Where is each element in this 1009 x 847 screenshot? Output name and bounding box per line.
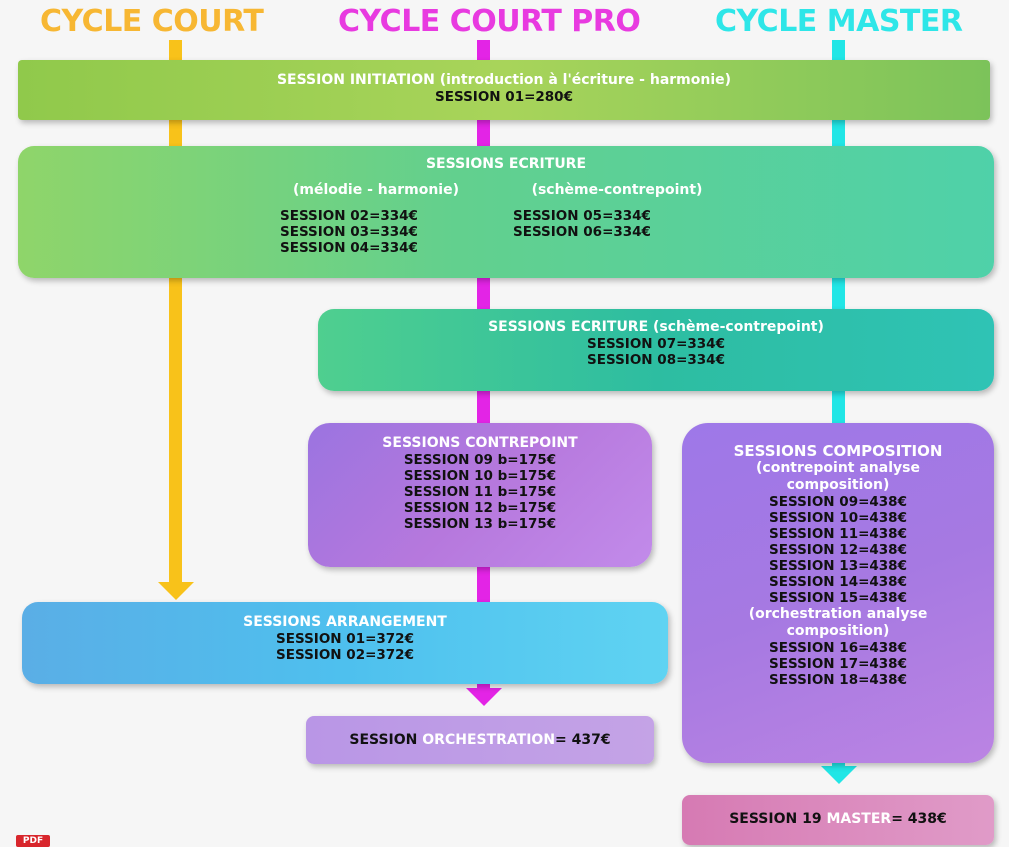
list-item: SESSION 11 b=175€ [403,484,557,500]
composition-list-1: SESSION 09=438€ SESSION 10=438€ SESSION … [769,494,907,606]
composition-title: SESSIONS COMPOSITION [733,442,943,460]
composition-subtitle-2a: (orchestration analyse [748,606,928,622]
list-item: SESSION 17=438€ [769,656,907,672]
list-item: SESSION 10=438€ [769,510,907,526]
header-cycle-master: CYCLE MASTER [715,4,963,39]
orchestration-prefix: SESSION [349,732,423,748]
header-cycle-court: CYCLE COURT [40,4,264,39]
list-item: SESSION 10 b=175€ [403,468,557,484]
box-session-master: SESSION 19 MASTER= 438€ [682,795,994,845]
orchestration-suffix: = 437€ [555,732,611,748]
list-item: SESSION 09 b=175€ [403,452,557,468]
header-cycle-court-pro: CYCLE COURT PRO [338,4,641,39]
orchestration-highlight: ORCHESTRATION [422,732,556,748]
list-item: SESSION 06=334€ [513,224,651,240]
box-sessions-arrangement: SESSIONS ARRANGEMENT SESSION 01=372€ SES… [22,602,668,684]
list-item: SESSION 07=334€ [587,336,725,352]
box-sessions-contrepoint: SESSIONS CONTREPOINT SESSION 09 b=175€ S… [308,423,652,567]
list-item: SESSION 13 b=175€ [403,516,557,532]
box-sessions-composition: SESSIONS COMPOSITION (contrepoint analys… [682,423,994,763]
list-item: SESSION 15=438€ [769,590,907,606]
contrepoint-list: SESSION 09 b=175€ SESSION 10 b=175€ SESS… [404,452,556,532]
master-highlight: MASTER [826,811,892,827]
box-session-orchestration: SESSION ORCHESTRATION= 437€ [306,716,654,764]
composition-subtitle-2b: composition) [786,623,890,639]
arrow-cycle-court-pro-head [466,688,502,706]
master-suffix: = 438€ [891,811,947,827]
list-item: SESSION 03=334€ [280,224,418,240]
ecriture-left-subtitle: (mélodie - harmonie) [293,182,459,198]
list-item: SESSION 12 b=175€ [403,500,557,516]
list-item: SESSION 02=334€ [280,208,418,224]
list-item: SESSION 13=438€ [769,558,907,574]
list-item: SESSION 01=372€ [276,631,414,647]
list-item: SESSION 05=334€ [513,208,651,224]
initiation-title: SESSION INITIATION (introduction à l'écr… [276,72,732,88]
ecriture2-title: SESSIONS ECRITURE (schème-contrepoint) [488,319,824,335]
track-cycle-court [169,40,182,584]
list-item: SESSION 04=334€ [280,240,418,256]
ecriture-right-subtitle: (schème-contrepoint) [531,182,703,198]
master-prefix: SESSION 19 [729,811,827,827]
contrepoint-title: SESSIONS CONTREPOINT [382,435,578,451]
list-item: SESSION 08=334€ [587,352,725,368]
list-item: SESSION 09=438€ [769,494,907,510]
ecriture-right-list: SESSION 05=334€ SESSION 06=334€ [513,208,651,240]
composition-list-2: SESSION 16=438€ SESSION 17=438€ SESSION … [769,640,907,688]
box-sessions-ecriture: SESSIONS ECRITURE (mélodie - harmonie) (… [18,146,994,278]
list-item: SESSION 14=438€ [769,574,907,590]
box-sessions-ecriture-contrepoint: SESSIONS ECRITURE (schème-contrepoint) S… [318,309,994,391]
list-item: SESSION 11=438€ [769,526,907,542]
ecriture-title: SESSIONS ECRITURE [425,156,587,172]
list-item: SESSION 12=438€ [769,542,907,558]
list-item: SESSION 02=372€ [276,647,414,663]
initiation-session: SESSION 01=280€ [435,89,573,105]
composition-subtitle-1a: (contrepoint analyse [756,460,920,476]
list-item: SESSION 16=438€ [769,640,907,656]
ecriture-left-list: SESSION 02=334€ SESSION 03=334€ SESSION … [280,208,418,256]
master-label: SESSION 19 MASTER= 438€ [682,811,994,827]
composition-subtitle-1b: composition) [786,477,890,493]
arrow-cycle-court-head [158,582,194,600]
box-session-initiation: SESSION INITIATION (introduction à l'écr… [18,60,990,120]
orchestration-label: SESSION ORCHESTRATION= 437€ [306,732,654,748]
pdf-icon[interactable]: PDF [16,835,50,847]
list-item: SESSION 18=438€ [769,672,907,688]
arrow-cycle-master-head [821,766,857,784]
arrangement-title: SESSIONS ARRANGEMENT [243,614,447,630]
